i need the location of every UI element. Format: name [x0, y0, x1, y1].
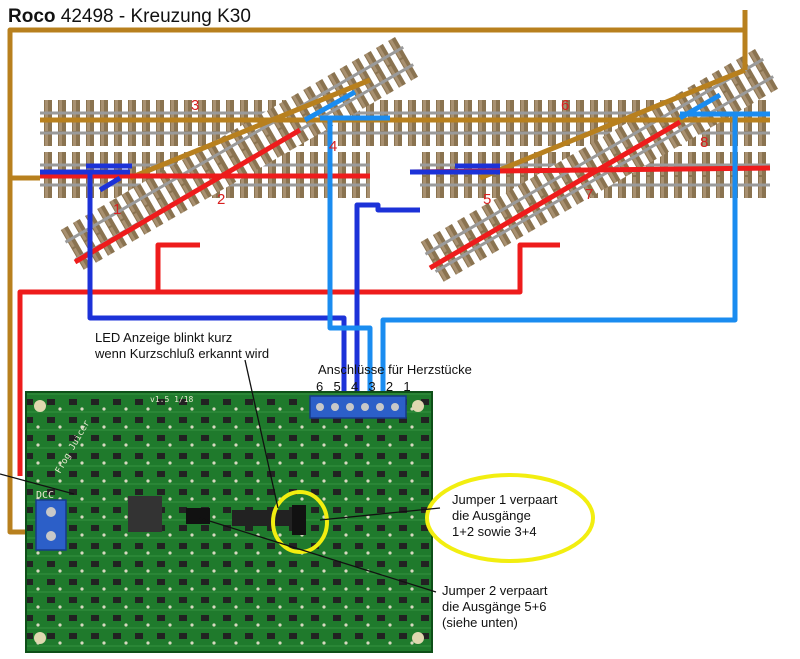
- diagram-title: Roco 42498 - Kreuzung K30: [8, 6, 251, 27]
- title-brand: Roco: [8, 6, 56, 27]
- frog-output-terminal: [309, 395, 407, 419]
- terminal-pin-label: 4: [350, 379, 360, 394]
- jumper2-note-line1: Jumper 2 verpaart: [442, 583, 548, 598]
- mounting-hole: [412, 632, 424, 644]
- terminal-pin-label: 3: [368, 379, 377, 394]
- feeder-wire-brown: [7, 10, 770, 535]
- jumper1-note-line1: Jumper 1 verpaart: [452, 492, 558, 507]
- switch-number: 5: [483, 191, 491, 208]
- voltage-regulator: [128, 496, 162, 532]
- terminal-title: Anschlüsse für Herzstücke: [318, 362, 472, 377]
- jumper1-note-line2: die Ausgänge: [452, 508, 531, 523]
- mounting-hole: [34, 400, 46, 412]
- led-note-line1: LED Anzeige blinkt kurz: [95, 330, 233, 345]
- frog-wire-dark-blue: [40, 163, 500, 398]
- switch-number-labels: 3 1 2 4 6 5 7 8: [113, 97, 708, 218]
- dcc-label: DCC: [36, 490, 54, 501]
- mounting-hole: [412, 400, 424, 412]
- pcb-board: Frog Juicer v1.5 1/18 DCC: [25, 391, 433, 653]
- switch-number: 3: [191, 97, 199, 114]
- jumper1-note-bubble: [425, 473, 595, 563]
- title-rest: 42498 - Kreuzung K30: [56, 6, 251, 27]
- callout-lines: [0, 359, 441, 593]
- terminal-pins: 6 5 4 3 2 1: [316, 379, 412, 394]
- led-note-line2: wenn Kurzschluß erkannt wird: [95, 346, 270, 361]
- microcontroller-chip: [232, 510, 292, 526]
- switch-number: 6: [561, 97, 569, 114]
- jumper-1: [292, 505, 306, 535]
- terminal-pin-label: 6: [316, 379, 325, 394]
- terminal-pin-label: 1: [403, 379, 412, 394]
- jumper2-note-line3: (siehe unten): [442, 615, 518, 630]
- terminal-pin-label: 5: [333, 379, 342, 394]
- mounting-hole: [34, 632, 46, 644]
- switch-number: 8: [700, 134, 708, 151]
- jumper1-note-line3: 1+2 sowie 3+4: [452, 524, 537, 539]
- switch-number: 7: [585, 186, 593, 203]
- switch-number: 1: [113, 201, 121, 218]
- switch-number: 2: [217, 191, 225, 208]
- jumper1-highlight-circle: [271, 490, 329, 554]
- switch-number: 4: [329, 138, 337, 155]
- jumper-2: [186, 508, 210, 524]
- board-version-label: v1.5 1/18: [150, 395, 194, 404]
- terminal-pin-label: 2: [385, 379, 395, 394]
- frog-wire-light-blue: [303, 89, 770, 398]
- jumper2-note-line2: die Ausgänge 5+6: [442, 599, 547, 614]
